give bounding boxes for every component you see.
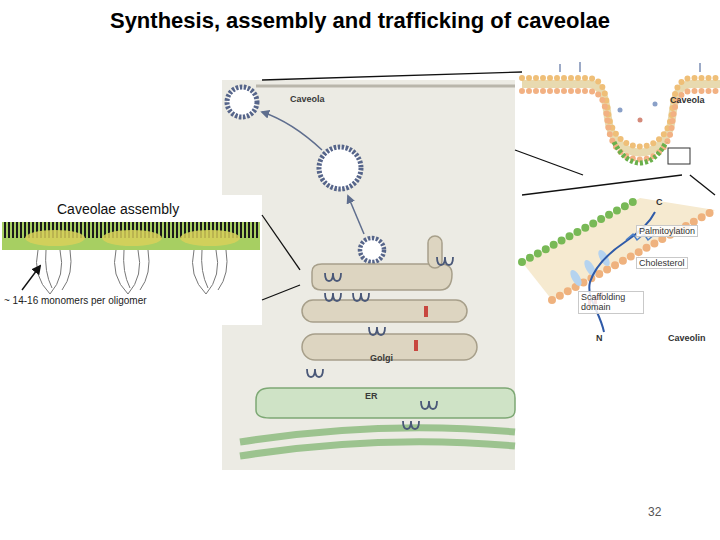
er-cisterna: ER [255, 385, 515, 425]
zoom-line [262, 72, 522, 80]
organelle-label: ER [365, 391, 378, 401]
organelle-label: Caveola [290, 94, 325, 104]
golgi-stack: Golgi [300, 235, 465, 380]
cell-panel: CaveolaGolgiER [222, 80, 515, 470]
page-number: 32 [648, 506, 661, 520]
terminus-label: N [596, 333, 603, 343]
oligomer-note: ~ 14-16 monomers per oligomer [4, 295, 147, 307]
caveola-inset: Caveola [522, 55, 720, 175]
feature-label: Cholesterol [636, 257, 688, 269]
organelle-label: Golgi [370, 353, 393, 363]
zoom-line [522, 175, 682, 195]
inset-label: Caveola [670, 95, 705, 105]
feature-label: Palmitoylation [636, 225, 698, 237]
slide-title: Synthesis, assembly and trafficking of c… [0, 8, 720, 33]
assembly-inset: Caveolae assembly ~ 14-16 monomers per ol… [0, 195, 262, 325]
inset-heading: Caveolae assembly [57, 201, 179, 217]
terminus-label: C [656, 197, 663, 207]
inset-label: Caveolin [668, 333, 706, 343]
zoom-line [690, 175, 715, 195]
caveolin-inset: C PalmitoylationCholesterolScaffolding do… [522, 195, 715, 350]
feature-label: Scaffolding domain [578, 291, 644, 314]
